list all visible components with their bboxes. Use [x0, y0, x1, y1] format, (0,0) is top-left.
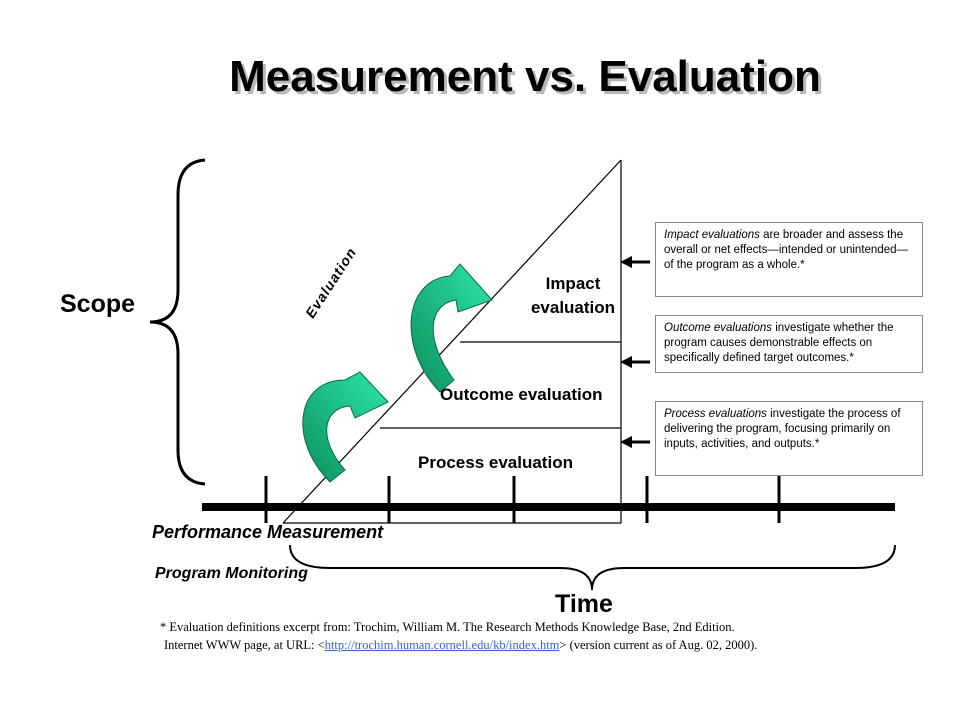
note-text: investigate whether the program causes d… [664, 322, 894, 364]
footnote-line-1: * Evaluation definitions excerpt from: T… [160, 620, 735, 634]
page-title: Measurement vs. Evaluation [229, 52, 821, 101]
pointer-arrow-impact [620, 256, 650, 268]
program-monitoring-label: Program Monitoring [155, 565, 308, 582]
footnote-line-2: Internet WWW page, at URL: <http://troch… [160, 636, 757, 654]
footnote-url-suffix: > (version current as of Aug. 02, 2000). [559, 638, 758, 652]
scope-label: Scope [60, 290, 136, 318]
process-definition-note: Process evaluations investigate the proc… [655, 401, 923, 476]
outcome-evaluation-label: Outcome evaluation [440, 385, 603, 404]
time-brace [289, 544, 896, 591]
note-term: Impact evaluations [664, 229, 760, 241]
time-label: Time [555, 590, 613, 618]
curved-arrow-upper [410, 263, 493, 393]
impact-evaluation-label: Impact evaluation [530, 274, 616, 317]
footnote: * Evaluation definitions excerpt from: T… [160, 618, 757, 654]
scope-brace [149, 158, 206, 486]
note-text: are broader and assess the overall or ne… [664, 229, 908, 271]
note-term: Process evaluations [664, 408, 767, 420]
note-text: investigate the process of delivering th… [664, 408, 901, 450]
note-term: Outcome evaluations [664, 322, 773, 334]
curved-arrow-lower [302, 371, 389, 483]
pointer-arrow-process [620, 436, 650, 448]
footnote-url-prefix: Internet WWW page, at URL: < [164, 638, 325, 652]
impact-definition-note: Impact evaluations are broader and asses… [655, 222, 923, 297]
pointer-arrow-outcome [620, 356, 650, 368]
performance-measurement-label: Performance Measurement [152, 522, 384, 542]
process-evaluation-label: Process evaluation [418, 453, 573, 472]
footnote-url-link[interactable]: http://trochim.human.cornell.edu/kb/inde… [324, 638, 560, 652]
outcome-definition-note: Outcome evaluations investigate whether … [655, 315, 923, 373]
